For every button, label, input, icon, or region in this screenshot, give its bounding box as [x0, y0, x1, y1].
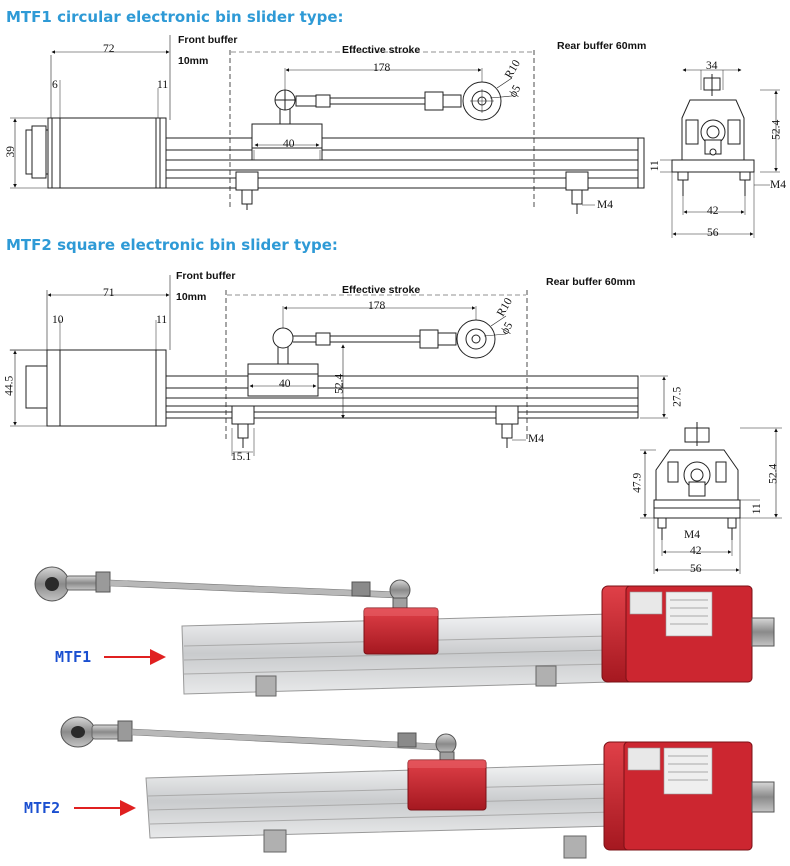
mtf1-dim-178: 178 — [373, 62, 391, 74]
mtf2-dim-52-4: 52.4 — [333, 373, 346, 394]
mtf2-dim-44-5: 44.5 — [3, 375, 16, 396]
mtf1-dim-39: 39 — [5, 146, 17, 158]
mtf2-rear-buffer-label: Rear buffer 60mm — [546, 276, 636, 288]
mtf2-front-buffer-label: Front buffer — [176, 270, 236, 282]
mtf2-dim-42: 42 — [690, 545, 702, 557]
mtf1-front-buffer-label: Front buffer — [178, 34, 238, 46]
mtf2-photo-label: MTF2 — [24, 799, 61, 817]
mtf1-photo-label: MTF1 — [55, 648, 92, 666]
mtf1-dim-m4: M4 — [597, 199, 613, 211]
mtf1-dim-56: 56 — [707, 227, 719, 239]
mtf2-dim-178: 178 — [368, 300, 386, 312]
mtf2-dim-52-4-end: 52.4 — [767, 463, 780, 484]
mtf1-side-view — [10, 35, 645, 214]
mtf1-dim-42: 42 — [707, 205, 719, 217]
mtf2-dim-11: 11 — [156, 314, 168, 326]
mtf2-dim-71: 71 — [103, 287, 115, 299]
mtf1-rear-buffer-label: Rear buffer 60mm — [557, 40, 647, 52]
mtf2-dim-56: 56 — [690, 563, 702, 575]
mtf2-effective-stroke-label: Effective stroke — [342, 284, 421, 296]
mtf1-effective-stroke-label: Effective stroke — [342, 44, 421, 56]
mtf2-dim-47-9: 47.9 — [631, 472, 644, 493]
mtf2-front-buffer-size: 10mm — [176, 291, 207, 303]
mtf1-end-view — [660, 68, 780, 238]
mtf2-heading: MTF2 square electronic bin slider type: — [6, 236, 338, 254]
mtf2-dim-10: 10 — [52, 314, 64, 326]
mtf1-product-photo — [34, 566, 775, 697]
mtf2-dim-40: 40 — [279, 378, 291, 390]
mtf1-dim-11-end: 11 — [648, 160, 661, 172]
mtf1-dim-6: 6 — [52, 79, 58, 91]
mtf2-end-view — [640, 422, 782, 574]
mtf1-dim-34: 34 — [706, 60, 718, 72]
mtf2-dim-11-end: 11 — [750, 503, 763, 515]
mtf2-dim-15-1: 15.1 — [231, 451, 252, 463]
mtf2-dim-m4: M4 — [528, 433, 544, 445]
mtf2-dim-27-5: 27.5 — [671, 386, 684, 407]
mtf1-front-buffer-size: 10mm — [178, 55, 209, 67]
mtf1-dim-40: 40 — [283, 138, 295, 150]
mtf1-dim-11: 11 — [157, 79, 169, 91]
mtf2-dim-m4-end: M4 — [684, 529, 700, 541]
mtf2-product-photo — [60, 716, 775, 859]
mtf2-side-view — [9, 275, 668, 456]
mtf1-dim-72: 72 — [103, 43, 115, 55]
mtf1-dim-52-4: 52.4 — [770, 119, 783, 140]
mtf1-dim-m4-end: M4 — [770, 179, 786, 191]
mtf1-heading: MTF1 circular electronic bin slider type… — [6, 8, 344, 26]
